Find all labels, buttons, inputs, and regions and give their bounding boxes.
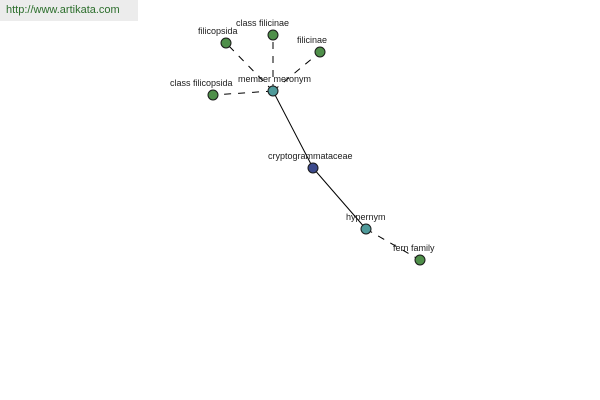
edge-member-meronym-to-filicopsida [225,42,274,92]
node-cryptogrammataceae[interactable]: cryptogrammataceae [268,151,353,174]
node-label-cryptogrammataceae[interactable]: cryptogrammataceae [268,151,353,161]
node-dot-hypernym[interactable] [360,223,372,235]
node-class-filicopsida[interactable]: class filicopsida [170,78,233,101]
node-label-class-filicopsida[interactable]: class filicopsida [170,78,233,88]
node-label-filicinae[interactable]: filicinae [297,35,327,45]
node-dot-class-filicopsida[interactable] [207,89,219,101]
node-filicinae[interactable]: filicinae [297,35,327,58]
node-label-fern-family[interactable]: fern family [393,243,435,253]
node-label-member-meronym[interactable]: member meronym [238,74,311,84]
node-dot-filicopsida[interactable] [220,37,232,49]
node-member-meronym[interactable]: member meronym [238,74,311,97]
site-watermark-link[interactable]: http://www.artikata.com [0,0,138,21]
node-dot-class-filicinae[interactable] [267,29,279,41]
node-dot-member-meronym[interactable] [267,85,279,97]
edge-member-meronym-to-filicinae [272,51,321,92]
edge-cryptogrammataceae-to-member-meronym [272,90,314,169]
node-dot-filicinae[interactable] [314,46,326,58]
node-label-filicopsida[interactable]: filicopsida [198,26,238,36]
node-class-filicinae[interactable]: class filicinae [236,18,289,41]
node-fern-family[interactable]: fern family [393,243,435,266]
node-dot-cryptogrammataceae[interactable] [307,162,319,174]
edge-cryptogrammataceae-to-hypernym [312,167,367,230]
edge-member-meronym-to-class-filicopsida [212,90,274,96]
node-dot-fern-family[interactable] [414,254,426,266]
edges-layer [212,35,421,261]
node-label-class-filicinae[interactable]: class filicinae [236,18,289,28]
node-filicopsida[interactable]: filicopsida [198,26,238,49]
edge-hypernym-to-fern-family [365,228,421,261]
node-label-hypernym[interactable]: hypernym [346,212,386,222]
node-hypernym[interactable]: hypernym [346,212,386,235]
